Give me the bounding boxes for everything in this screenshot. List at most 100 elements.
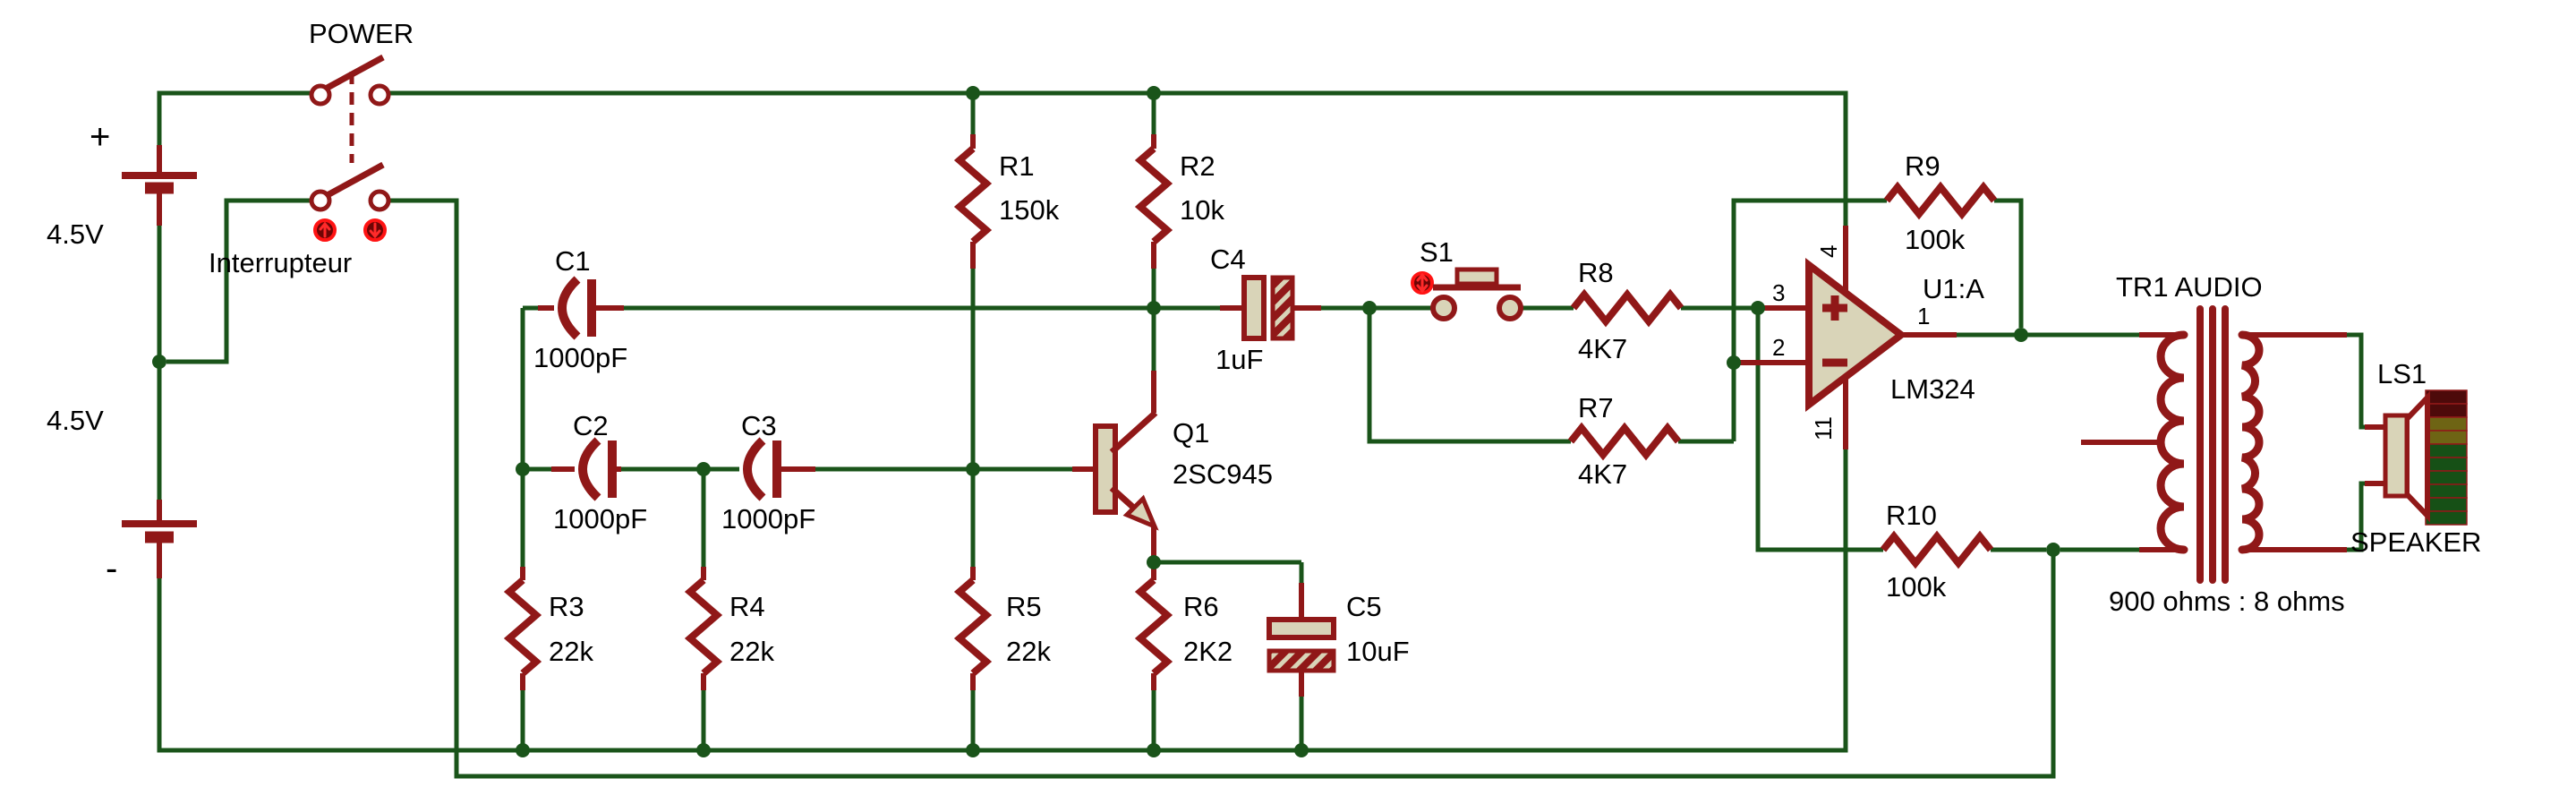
- switch-pad: [368, 83, 391, 107]
- wire: [2347, 332, 2365, 552]
- power-switch[interactable]: [309, 54, 391, 242]
- capacitor-c2[interactable]: [551, 437, 621, 501]
- junction-dot: [516, 743, 530, 757]
- ls1-ref: LS1: [2377, 358, 2427, 389]
- junction-dot: [966, 86, 980, 100]
- r3-ref: R3: [549, 591, 584, 622]
- junction-dot: [1147, 86, 1161, 100]
- resistor-body: [953, 577, 993, 677]
- junction-dot: [966, 462, 980, 476]
- battery-minus-label: -: [106, 549, 117, 588]
- resistor-r7[interactable]: [1567, 422, 1682, 461]
- capacitor-c5[interactable]: [1267, 583, 1336, 697]
- c4-value: 1uF: [1215, 344, 1263, 375]
- r7-ref: R7: [1578, 392, 1614, 423]
- speaker-driver: [2383, 413, 2410, 499]
- pin11-number: 11: [1810, 416, 1837, 440]
- speaker-ls1[interactable]: [2365, 389, 2468, 526]
- pin4-number: 4: [1815, 245, 1842, 258]
- junction-dot: [2014, 328, 2028, 342]
- junction-dot: [516, 462, 530, 476]
- button-pad: [1497, 295, 1523, 321]
- r10-value: 100k: [1886, 571, 1947, 603]
- up-down-arrow-icon: [1416, 272, 1429, 294]
- resistor-r8[interactable]: [1570, 288, 1685, 328]
- wire-ground-rail: [157, 449, 1848, 753]
- c2-value: 1000pF: [553, 503, 647, 535]
- r7-value: 4K7: [1578, 458, 1627, 490]
- resistor-r5[interactable]: [953, 567, 993, 690]
- speaker-cone: [2404, 390, 2430, 523]
- resistor-body: [953, 145, 993, 245]
- capacitor-plate-neg: [1267, 648, 1336, 673]
- transistor-q1[interactable]: [1072, 371, 1159, 556]
- r4-ref: R4: [729, 591, 765, 622]
- push-button-s1[interactable]: [1411, 267, 1523, 321]
- speaker-lead: [2365, 424, 2385, 486]
- capacitor-c4[interactable]: [1220, 275, 1321, 341]
- resistor-body: [503, 577, 542, 677]
- r1-ref: R1: [999, 150, 1035, 182]
- primary-coil: [2156, 330, 2188, 554]
- interrupter-label: Interrupteur: [209, 247, 352, 278]
- junction-dot: [152, 355, 166, 369]
- down-arrow-icon: [369, 222, 381, 239]
- pin2-number: 2: [1772, 334, 1785, 361]
- opamp-triangle: [1805, 257, 1907, 413]
- wire: [970, 269, 1156, 463]
- pin3-number: 3: [1772, 279, 1785, 306]
- junction-dot: [1147, 555, 1161, 569]
- collector-line: [1109, 410, 1158, 455]
- power-switch-label: POWER: [309, 18, 414, 49]
- capacitor-c3[interactable]: [739, 437, 815, 501]
- r8-value: 4K7: [1578, 333, 1627, 364]
- resistor-r9[interactable]: [1883, 181, 1998, 220]
- junction-dot: [1751, 301, 1765, 315]
- core-lines: [2196, 305, 2229, 584]
- resistor-body: [1567, 422, 1682, 461]
- resistor-r10[interactable]: [1880, 530, 1994, 569]
- switch-lever-bottom[interactable]: [322, 161, 385, 201]
- u1a-ref: U1:A: [1923, 273, 1984, 304]
- c1-value: 1000pF: [533, 342, 627, 373]
- resistor-body: [1570, 288, 1685, 328]
- junction-dot: [1147, 301, 1161, 315]
- emitter-arrow: [1122, 494, 1159, 531]
- junction-dot: [1294, 743, 1309, 757]
- wire-emitter-row: [1160, 560, 1304, 583]
- battery-bottom-voltage: 4.5V: [47, 405, 104, 436]
- plus-input-mark: [1822, 295, 1847, 321]
- wire: [157, 90, 315, 145]
- r9-ref: R9: [1905, 150, 1941, 182]
- switch-pad: [309, 83, 332, 107]
- c5-ref: C5: [1346, 591, 1382, 622]
- speaker-label: SPEAKER: [2350, 526, 2481, 558]
- junction-dot: [1727, 355, 1741, 370]
- battery-top-voltage: 4.5V: [47, 218, 104, 250]
- resistor-r3[interactable]: [503, 567, 542, 690]
- resistor-r4[interactable]: [684, 567, 723, 690]
- opamp-u1a[interactable]: [1740, 226, 1957, 449]
- s1-ref: S1: [1420, 236, 1454, 268]
- capacitor-plate-pos: [1241, 275, 1267, 341]
- battery-bottom[interactable]: [122, 500, 197, 578]
- resistor-r6[interactable]: [1134, 568, 1173, 690]
- r4-value: 22k: [729, 636, 774, 667]
- wire: [1367, 314, 1571, 444]
- junction-dots: [152, 86, 2060, 757]
- c1-ref: C1: [555, 245, 591, 277]
- r1-value: 150k: [999, 194, 1060, 226]
- q1-value: 2SC945: [1173, 458, 1273, 490]
- q1-ref: Q1: [1173, 417, 1209, 449]
- wire: [166, 198, 315, 364]
- resistor-body: [1134, 577, 1173, 677]
- capacitor-c1[interactable]: [538, 276, 624, 340]
- resistor-r1[interactable]: [953, 134, 993, 269]
- transformer-tr1[interactable]: [2081, 305, 2347, 584]
- button-actuator[interactable]: [1454, 267, 1499, 287]
- secondary-coil: [2238, 330, 2264, 554]
- junction-dot: [696, 462, 711, 476]
- battery-top[interactable]: [122, 145, 197, 226]
- resistor-r2[interactable]: [1134, 134, 1173, 269]
